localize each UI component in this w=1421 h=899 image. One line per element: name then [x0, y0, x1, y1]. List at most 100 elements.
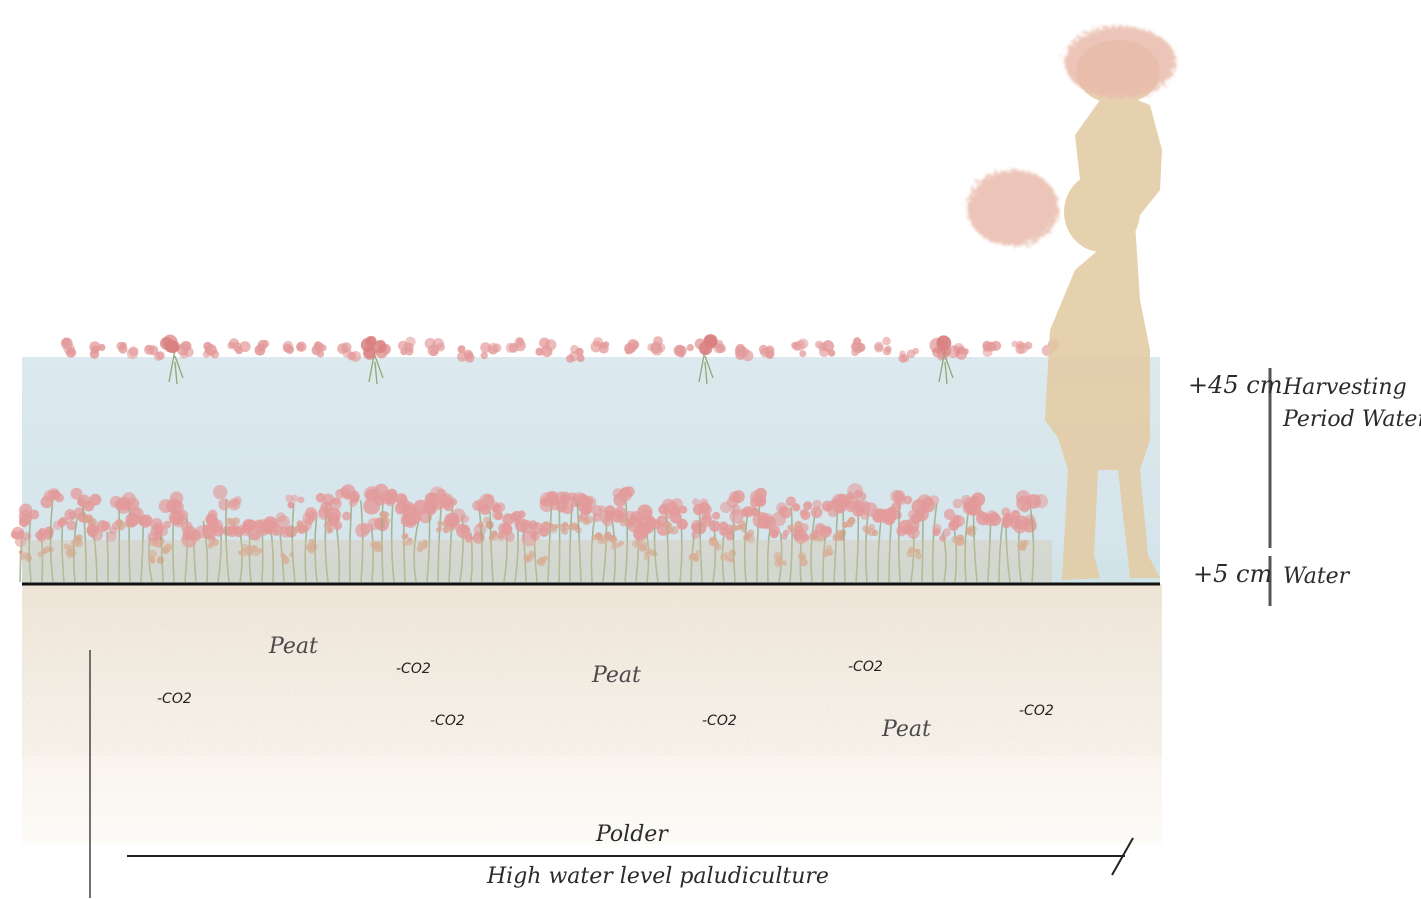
- plant: [729, 505, 760, 583]
- flower-sprig: [694, 334, 718, 385]
- flower: [282, 340, 307, 354]
- flower: [311, 341, 327, 358]
- flower: [337, 342, 362, 362]
- flower-bouquet-held: [967, 170, 1059, 246]
- plant: [181, 521, 209, 583]
- plant: [201, 515, 233, 583]
- plant: [125, 512, 153, 583]
- co2-label-3: -CO2: [430, 713, 465, 729]
- flower: [116, 341, 139, 360]
- plant: [150, 518, 173, 583]
- flower: [227, 338, 251, 355]
- plant: [852, 500, 879, 583]
- flower: [734, 343, 754, 362]
- plant: [212, 484, 242, 583]
- plant: [567, 492, 597, 583]
- flower: [673, 344, 694, 358]
- flower: [202, 341, 220, 359]
- flower: [898, 347, 920, 363]
- paludiculture-flowers-upper-row: [60, 334, 1060, 385]
- flower: [505, 337, 526, 353]
- dimension-tick: [1111, 837, 1134, 876]
- flower: [60, 337, 77, 358]
- people-silhouette: [967, 26, 1176, 580]
- co2-label-5: -CO2: [848, 659, 883, 675]
- co2-label-1: -CO2: [157, 691, 192, 707]
- plant: [315, 492, 342, 583]
- flower: [177, 341, 194, 359]
- water-level-low-description: Water: [1283, 564, 1350, 589]
- plant: [719, 521, 736, 583]
- plant: [890, 490, 913, 583]
- co2-label-6: -CO2: [1019, 703, 1054, 719]
- flower: [397, 336, 416, 356]
- plant-base-band: [22, 540, 1052, 582]
- flower: [624, 339, 640, 355]
- flower: [758, 344, 775, 359]
- flower: [424, 338, 445, 357]
- plant: [776, 496, 803, 583]
- flower: [850, 337, 866, 357]
- plant: [676, 518, 707, 583]
- water-level-high-description-line-1: Harvesting: [1283, 375, 1407, 400]
- plant: [769, 525, 790, 583]
- peat-label-2: Peat: [592, 663, 641, 688]
- flower: [566, 344, 585, 363]
- plant: [497, 522, 515, 583]
- flower: [982, 340, 1002, 357]
- flower: [457, 345, 475, 363]
- flower-sprig: [929, 335, 960, 385]
- plant: [472, 493, 495, 583]
- plant: [812, 522, 835, 583]
- plant: [168, 509, 189, 583]
- flower: [647, 336, 666, 356]
- polder-label: Polder: [596, 822, 668, 847]
- plant: [40, 488, 64, 583]
- plant: [943, 508, 965, 583]
- flower: [144, 344, 165, 361]
- plant: [444, 508, 470, 583]
- plant: [1015, 490, 1049, 583]
- flower-bouquet-top: [1064, 26, 1176, 98]
- flower-sprig: [360, 336, 387, 385]
- plant: [488, 501, 506, 583]
- co2-label-2: -CO2: [396, 661, 431, 677]
- plant: [373, 483, 398, 583]
- plant: [793, 523, 810, 583]
- flower: [480, 342, 502, 360]
- plant: [896, 518, 922, 583]
- flower: [1011, 340, 1033, 355]
- plant: [917, 494, 940, 583]
- plant: [749, 487, 767, 583]
- flower: [254, 339, 270, 356]
- plant: [720, 490, 747, 583]
- paludiculture-label: High water level paludiculture: [487, 864, 829, 889]
- flower: [815, 340, 836, 357]
- plant: [86, 524, 103, 583]
- paludiculture-plants-lower-row: [10, 483, 1052, 583]
- plant: [52, 516, 77, 583]
- plant: [599, 506, 627, 583]
- plant: [799, 499, 826, 583]
- plant: [70, 487, 102, 583]
- flower: [89, 341, 106, 359]
- flower-sprig: [160, 334, 184, 385]
- flower: [590, 337, 610, 354]
- peat-label-1: Peat: [269, 634, 318, 659]
- co2-label-4: -CO2: [702, 713, 737, 729]
- peat-label-3: Peat: [882, 717, 931, 742]
- plant: [326, 507, 352, 583]
- plant: [96, 520, 120, 583]
- plant: [821, 499, 847, 583]
- plant: [700, 511, 722, 583]
- peat-soil-texture: [22, 586, 1162, 756]
- flower: [874, 336, 892, 356]
- plant: [403, 509, 433, 583]
- flower: [791, 338, 809, 358]
- plant: [18, 503, 40, 583]
- water-level-high-description: Harvesting Period Water: [1283, 372, 1421, 436]
- water-level-low: +5 cm: [1193, 560, 1273, 588]
- water-level-high: +45 cm: [1188, 371, 1283, 399]
